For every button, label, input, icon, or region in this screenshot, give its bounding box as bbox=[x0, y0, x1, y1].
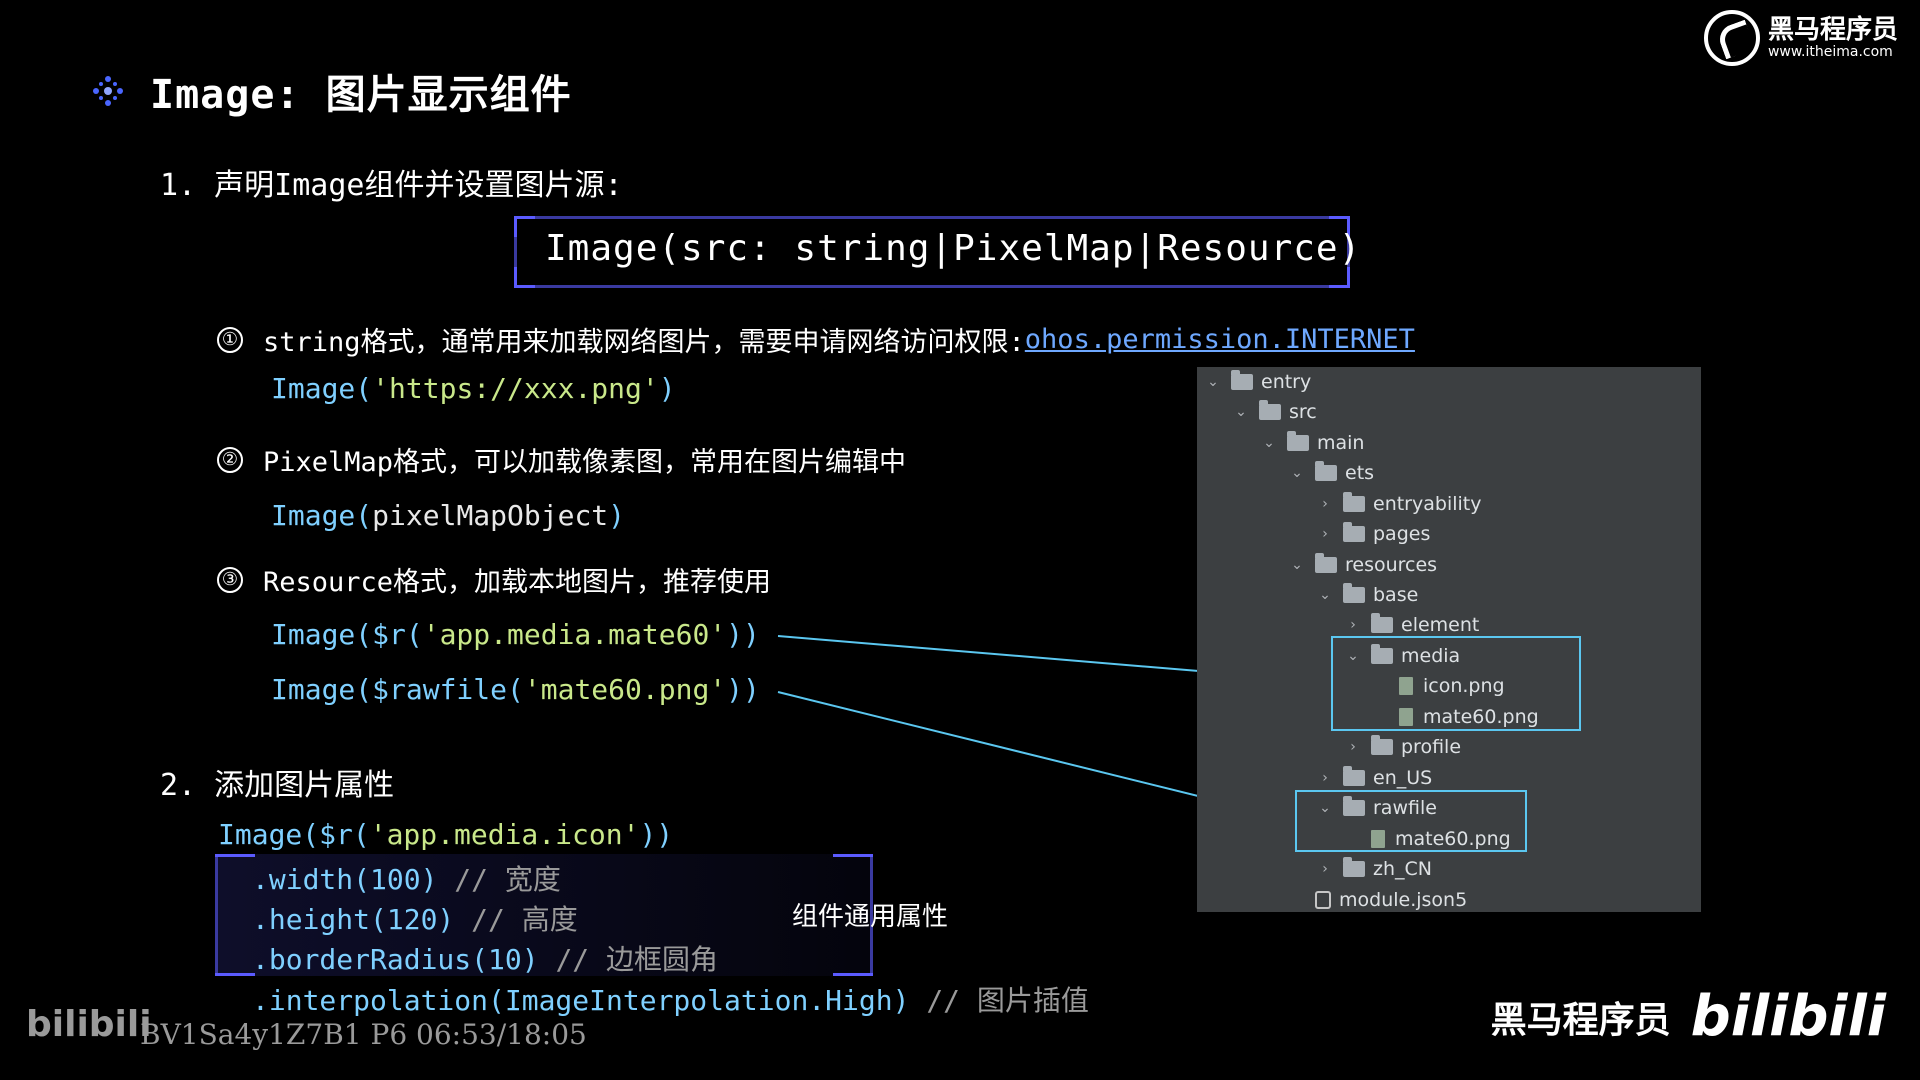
horse-logo-icon bbox=[1703, 10, 1760, 66]
folder-icon bbox=[1231, 370, 1253, 390]
folder-icon bbox=[1343, 583, 1365, 603]
folder-icon bbox=[1343, 857, 1365, 877]
common-attr-box bbox=[215, 854, 873, 976]
tree-item-entryability[interactable]: ›entryability bbox=[1322, 492, 1482, 515]
image-file-icon bbox=[1399, 677, 1413, 695]
tree-item-resources[interactable]: ⌄resources bbox=[1291, 553, 1438, 576]
attr-line-interpolation: .interpolation(ImageInterpolation.High) … bbox=[252, 984, 1089, 1017]
folder-icon bbox=[1343, 492, 1365, 512]
page-title: Image: 图片显示组件 bbox=[150, 72, 572, 118]
tree-item-element[interactable]: ›element bbox=[1350, 613, 1480, 636]
highlight-media bbox=[1331, 636, 1581, 731]
brand-name: 黑马程序员 bbox=[1490, 999, 1671, 1041]
image-file-icon bbox=[1399, 708, 1413, 726]
folder-icon bbox=[1371, 613, 1393, 633]
signature-box bbox=[514, 216, 1350, 288]
project-tree: ⌄entry ⌄src ⌄main ⌄ets ›entryability ›pa… bbox=[1197, 367, 1701, 912]
tree-item-icon-png[interactable]: icon.png bbox=[1371, 671, 1505, 701]
code-resource-r: Image($r('app.media.mate60')) bbox=[271, 618, 760, 651]
item-pixelmap: ② PixelMap格式，可以加载像素图，常用在图片编辑中 bbox=[217, 440, 906, 479]
folder-icon bbox=[1371, 644, 1393, 664]
item-string: ① string格式，通常用来加载网络图片，需要申请网络访问权限: ohos.p… bbox=[217, 320, 1415, 359]
folder-icon bbox=[1287, 431, 1309, 451]
tree-item-zh-cn[interactable]: ›zh_CN bbox=[1322, 857, 1432, 880]
folder-icon bbox=[1315, 553, 1337, 573]
step1-heading: 1. 声明Image组件并设置图片源: bbox=[160, 168, 623, 203]
sparkle-icon bbox=[93, 76, 123, 106]
json-file-icon bbox=[1315, 891, 1331, 909]
code-resource-rawfile: Image($rawfile('mate60.png')) bbox=[271, 673, 760, 706]
item-desc: PixelMap格式，可以加载像素图，常用在图片编辑中 bbox=[263, 447, 907, 478]
folder-icon bbox=[1371, 735, 1393, 755]
tree-item-media[interactable]: ⌄media bbox=[1347, 644, 1461, 667]
bilibili-watermark: bilibili bbox=[26, 1004, 152, 1045]
folder-icon bbox=[1343, 766, 1365, 786]
footer-brand: 黑马程序员 bilibili bbox=[1491, 984, 1886, 1049]
video-id-timestamp: BV1Sa4y1Z7B1 P6 06:53/18:05 bbox=[140, 1018, 587, 1051]
folder-icon bbox=[1343, 796, 1365, 816]
tree-item-rawfile[interactable]: ⌄rawfile bbox=[1319, 796, 1437, 819]
code-string: Image('https://xxx.png') bbox=[271, 372, 676, 405]
tree-item-pages[interactable]: ›pages bbox=[1322, 522, 1431, 545]
tree-item-src[interactable]: ⌄src bbox=[1235, 400, 1317, 423]
logo-url: www.itheima.com bbox=[1767, 44, 1893, 60]
title-bar: Image: 图片显示组件 bbox=[88, 62, 572, 120]
attr-line-radius: .borderRadius(10) // 边框圆角 bbox=[252, 943, 719, 976]
tree-item-rawfile-mate60[interactable]: mate60.png bbox=[1343, 824, 1511, 854]
item-resource: ③ Resource格式，加载本地图片，推荐使用 bbox=[217, 560, 771, 599]
item-number: ② bbox=[217, 446, 243, 473]
attr-line-width: .width(100) // 宽度 bbox=[252, 863, 561, 896]
logo-name: 黑马程序员 bbox=[1767, 15, 1898, 45]
folder-icon bbox=[1343, 522, 1365, 542]
tree-item-en-us[interactable]: ›en_US bbox=[1322, 766, 1433, 789]
highlight-rawfile bbox=[1295, 790, 1527, 852]
attr-line-height: .height(120) // 高度 bbox=[252, 903, 578, 936]
step2-heading: 2. 添加图片属性 bbox=[160, 768, 395, 803]
tree-item-base[interactable]: ⌄base bbox=[1319, 583, 1419, 606]
tree-item-entry[interactable]: ⌄entry bbox=[1207, 370, 1312, 393]
code-pixelmap: Image(pixelMapObject) bbox=[271, 499, 626, 532]
tree-item-mate60-png[interactable]: mate60.png bbox=[1371, 702, 1539, 732]
image-file-icon bbox=[1371, 830, 1385, 848]
item-desc: string格式，通常用来加载网络图片，需要申请网络访问权限: bbox=[263, 327, 1025, 358]
attr-box-label: 组件通用属性 bbox=[792, 902, 949, 932]
item-number: ③ bbox=[217, 566, 243, 593]
tree-item-main[interactable]: ⌄main bbox=[1263, 431, 1365, 454]
item-desc: Resource格式，加载本地图片，推荐使用 bbox=[263, 567, 772, 598]
bilibili-logo: bilibili bbox=[1690, 984, 1886, 1049]
tree-item-profile[interactable]: ›profile bbox=[1350, 735, 1462, 758]
brand-logo: 黑马程序员 www.itheima.com bbox=[1703, 10, 1898, 66]
tree-item-module-json[interactable]: module.json5 bbox=[1287, 885, 1467, 915]
permission-link[interactable]: ohos.permission.INTERNET bbox=[1024, 324, 1415, 355]
folder-icon bbox=[1315, 461, 1337, 481]
signature-text: Image(src: string|PixelMap|Resource) bbox=[545, 228, 1362, 269]
folder-icon bbox=[1259, 400, 1281, 420]
code-attr-head: Image($r('app.media.icon')) bbox=[218, 818, 674, 851]
tree-item-ets[interactable]: ⌄ets bbox=[1291, 461, 1375, 484]
item-number: ① bbox=[217, 326, 243, 353]
